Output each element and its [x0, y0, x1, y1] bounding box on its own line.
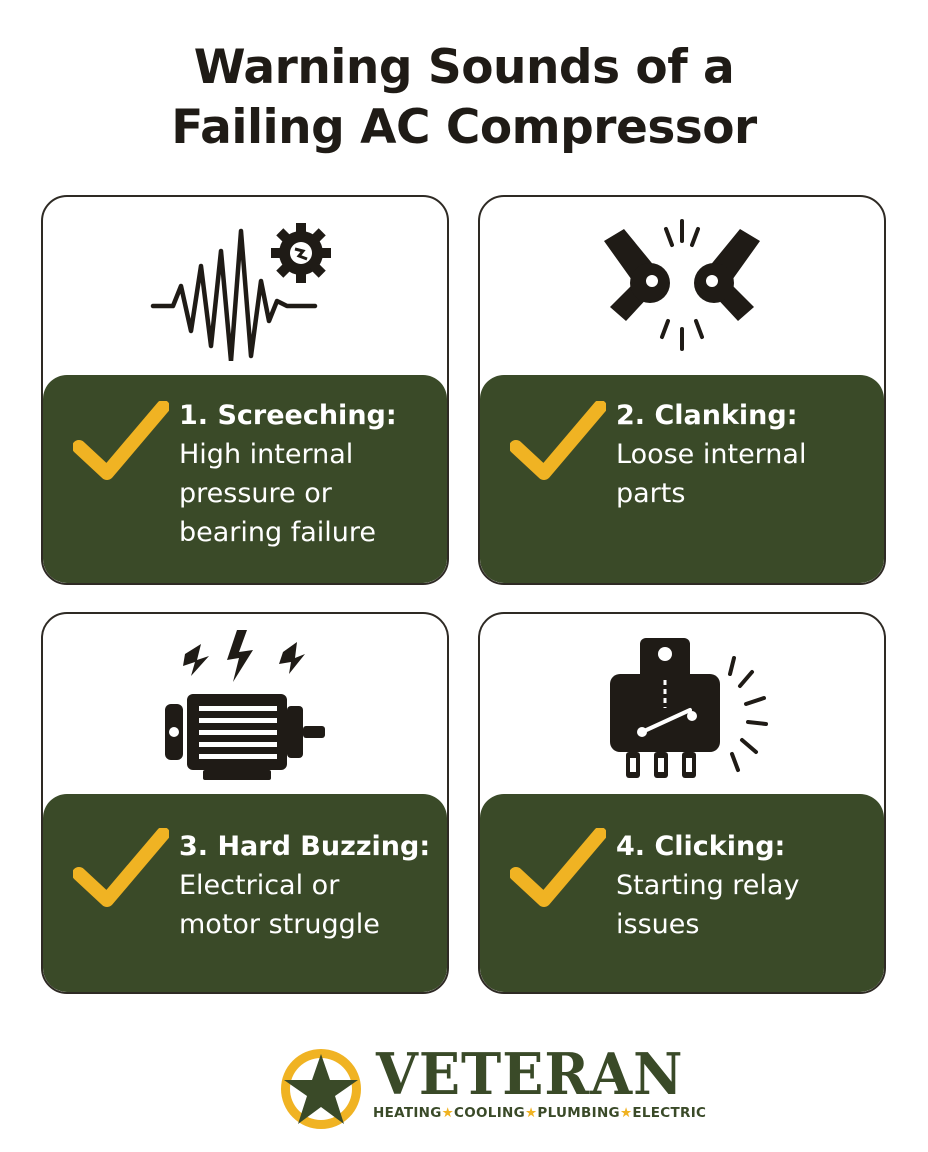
- brand-tagline: HEATING★COOLING★PLUMBING★ELECTRIC: [373, 1104, 706, 1122]
- card-panel: 1. Screeching: High internal pressure or…: [43, 375, 447, 583]
- tag-electric: ELECTRIC: [632, 1105, 707, 1121]
- checkmark-icon: [73, 401, 169, 480]
- card-title: 3. Hard Buzzing:: [179, 831, 431, 862]
- star-separator-icon: ★: [525, 1105, 538, 1121]
- tag-cooling: COOLING: [454, 1105, 526, 1121]
- card-description: Electrical or motor struggle: [179, 870, 380, 940]
- checkmark-icon: [73, 828, 169, 907]
- page-title-line-2: Failing AC Compressor: [171, 100, 757, 155]
- checkmark-icon: [510, 401, 606, 480]
- sound-wave-gear-icon: [150, 223, 331, 361]
- card-title: 2. Clanking:: [616, 400, 798, 431]
- tag-plumbing: PLUMBING: [537, 1105, 620, 1121]
- card-title: 4. Clicking:: [616, 831, 786, 862]
- card-panel: 3. Hard Buzzing: Electrical or motor str…: [43, 794, 447, 992]
- star-separator-icon: ★: [619, 1105, 633, 1121]
- card-icon-area: [43, 614, 447, 794]
- card-clanking: 2. Clanking: Loose internal parts: [478, 195, 886, 585]
- card-icon-area: [480, 614, 884, 794]
- star-separator-icon: ★: [441, 1105, 455, 1121]
- relay-switch-icon: [610, 638, 768, 778]
- star-badge-icon: [281, 1049, 361, 1129]
- card-description: Starting relay issues: [616, 870, 800, 940]
- page-title: Warning Sounds of a Failing AC Compresso…: [0, 38, 928, 158]
- card-hard-buzzing: 3. Hard Buzzing: Electrical or motor str…: [41, 612, 449, 994]
- checkmark-icon: [510, 828, 606, 907]
- tag-heating: HEATING: [373, 1105, 442, 1121]
- card-description: High internal pressure or bearing failur…: [179, 439, 377, 548]
- card-panel: 4. Clicking: Starting relay issues: [480, 794, 884, 992]
- card-panel: 2. Clanking: Loose internal parts: [480, 375, 884, 583]
- card-icon-area: [43, 197, 447, 375]
- card-description: Loose internal parts: [616, 439, 807, 509]
- brand-footer: [0, 1040, 928, 1130]
- card-clicking: 4. Clicking: Starting relay issues: [478, 612, 886, 994]
- electric-motor-icon: [165, 630, 325, 780]
- brand-name: VETERAN: [376, 1040, 684, 1108]
- card-icon-area: [480, 197, 884, 375]
- card-title: 1. Screeching:: [179, 400, 397, 431]
- colliding-parts-icon: [604, 219, 760, 351]
- card-screeching: 1. Screeching: High internal pressure or…: [41, 195, 449, 585]
- page-title-line-1: Warning Sounds of a: [193, 40, 735, 95]
